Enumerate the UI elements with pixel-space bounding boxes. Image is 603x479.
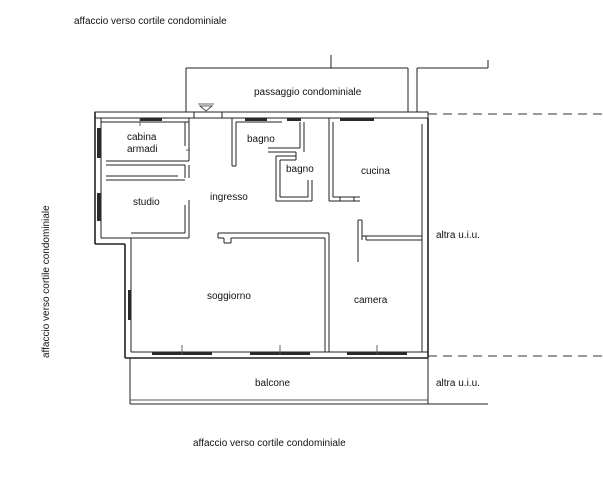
walk-in-closet-label-line1: cabina: [127, 132, 157, 143]
study-label: studio: [133, 197, 160, 208]
top-facing-label: affaccio verso cortile condominiale: [74, 16, 227, 27]
walk-in-closet-label-line2: armadi: [127, 144, 158, 155]
bedroom-label: camera: [354, 295, 388, 306]
balcony-label: balcone: [255, 378, 290, 389]
corridor-outline: [185, 55, 489, 112]
kitchen-label: cucina: [361, 166, 390, 177]
bathroom-2-label: bagno: [286, 164, 314, 175]
other-unit-label-1: altra u.i.u.: [436, 230, 480, 241]
balcony-outline: [129, 358, 488, 405]
entrance-label: ingresso: [210, 192, 248, 203]
windows: [97, 111, 407, 355]
bottom-facing-label: affaccio verso cortile condominiale: [193, 438, 346, 449]
bathroom-1-label: bagno: [247, 134, 275, 145]
living-room-label: soggiorno: [207, 291, 251, 302]
other-unit-label-2: altra u.i.u.: [436, 378, 480, 389]
interior-walls: [100, 117, 422, 352]
entrance-marker: [198, 105, 214, 112]
left-facing-label: affaccio verso cortile condominiale: [41, 205, 52, 358]
corridor-label: passaggio condominiale: [254, 87, 362, 98]
